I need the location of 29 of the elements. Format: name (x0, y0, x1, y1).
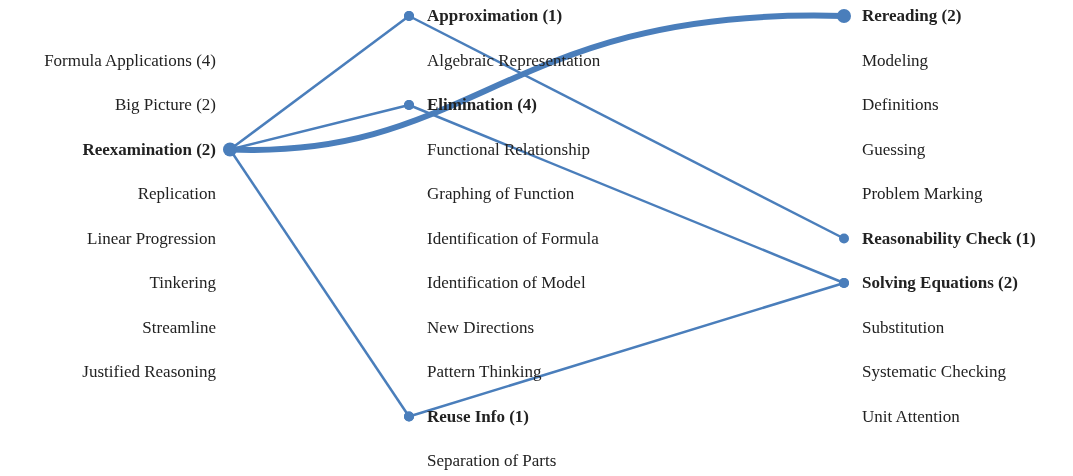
category-label: Replication (137, 184, 216, 204)
category-label: Tinkering (149, 273, 216, 293)
category-label: Systematic Checking (862, 362, 1006, 382)
category-label: Identification of Model (427, 273, 586, 293)
connector-line (404, 11, 849, 244)
category-label: Identification of Formula (427, 228, 599, 249)
category-label: Justified Reasoning (82, 362, 216, 382)
category-label: Definitions (862, 95, 939, 115)
category-label: Big Picture (2) (114, 95, 216, 115)
connector-line (404, 278, 849, 422)
category-label: Guessing (862, 139, 926, 160)
category-label: Substitution (862, 317, 945, 338)
category-heading: Reasonability Check (1) (844, 228, 1036, 249)
category-heading: Approximation (1) (409, 6, 563, 26)
category-label: Formula Applications (4) (44, 50, 216, 71)
category-heading: Reexamination (2) (82, 139, 230, 160)
category-label: Modeling (862, 50, 929, 71)
category-label: Problem Marking (862, 184, 983, 204)
category-label: New Directions (427, 317, 535, 338)
category-label: Unit Attention (862, 406, 960, 427)
category-label: Pattern Thinking (427, 362, 542, 382)
category-heading: Reuse Info (1) (409, 406, 529, 427)
category-label: Linear Progression (87, 228, 216, 249)
category-heading: Solving Equations (2) (844, 273, 1018, 293)
category-heading: Rereading (2) (844, 6, 962, 26)
category-label: Graphing of Function (427, 184, 575, 204)
category-label: Streamline (142, 317, 216, 338)
connector-line (223, 9, 851, 157)
category-label: Separation of Parts (427, 451, 557, 471)
